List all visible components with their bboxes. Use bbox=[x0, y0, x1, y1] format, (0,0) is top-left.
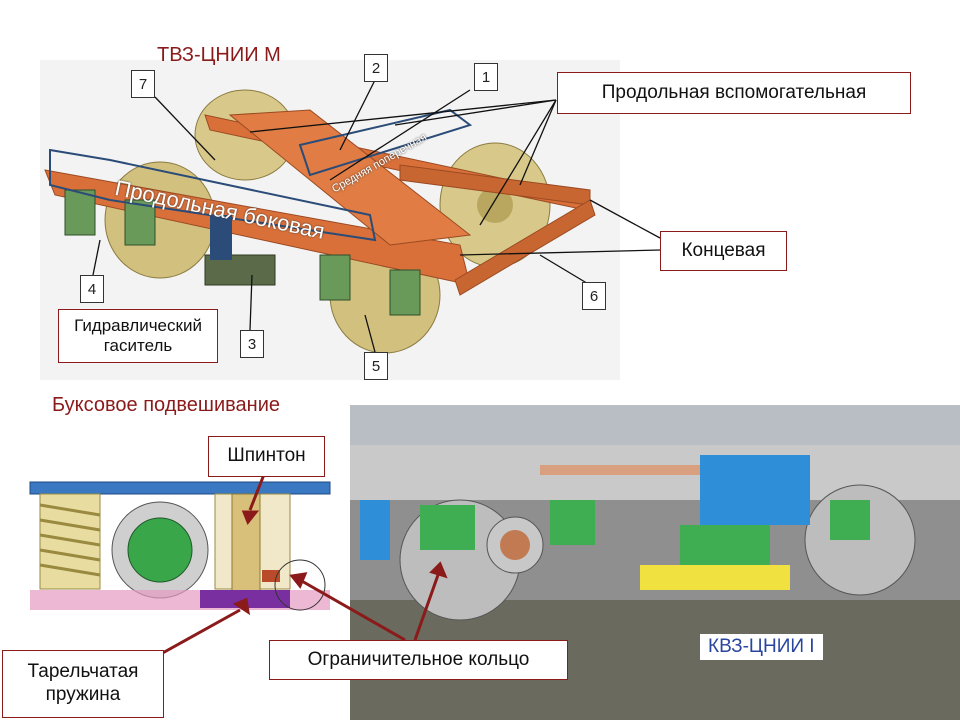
label-tarel: Тарельчатая пружина bbox=[2, 650, 164, 718]
bogie-frame bbox=[44, 109, 596, 296]
callout-2: 2 bbox=[364, 54, 388, 82]
label-shpinton: Шпинтон bbox=[208, 436, 325, 477]
callout-4: 4 bbox=[80, 275, 104, 303]
callout-5: 5 bbox=[364, 352, 388, 380]
leader-lines-top bbox=[92, 79, 661, 353]
prod-bok-outline bbox=[49, 148, 377, 242]
label-gidr: Гидравлический гаситель bbox=[58, 309, 218, 363]
callout-6: 6 bbox=[582, 282, 606, 310]
hydraulic-damper-shape bbox=[210, 215, 232, 260]
callout-1: 1 bbox=[474, 63, 498, 91]
label-ogran: Ограничительное кольцо bbox=[269, 640, 568, 680]
callout-7: 7 bbox=[131, 70, 155, 98]
title-tvz: ТВЗ-ЦНИИ М bbox=[157, 44, 281, 66]
title-kvz: КВЗ-ЦНИИ I bbox=[700, 634, 823, 660]
axle-suspension-diagram bbox=[29, 481, 331, 611]
label-koncevaya: Концевая bbox=[660, 231, 787, 271]
label-prod-vspom: Продольная вспомогательная bbox=[557, 72, 911, 114]
bogie-springs bbox=[64, 189, 421, 316]
srednyaya-outline bbox=[298, 108, 473, 177]
callout-3: 3 bbox=[240, 330, 264, 358]
title-bukse: Буксовое подвешивание bbox=[52, 394, 280, 416]
bottom-arrows bbox=[149, 471, 448, 662]
